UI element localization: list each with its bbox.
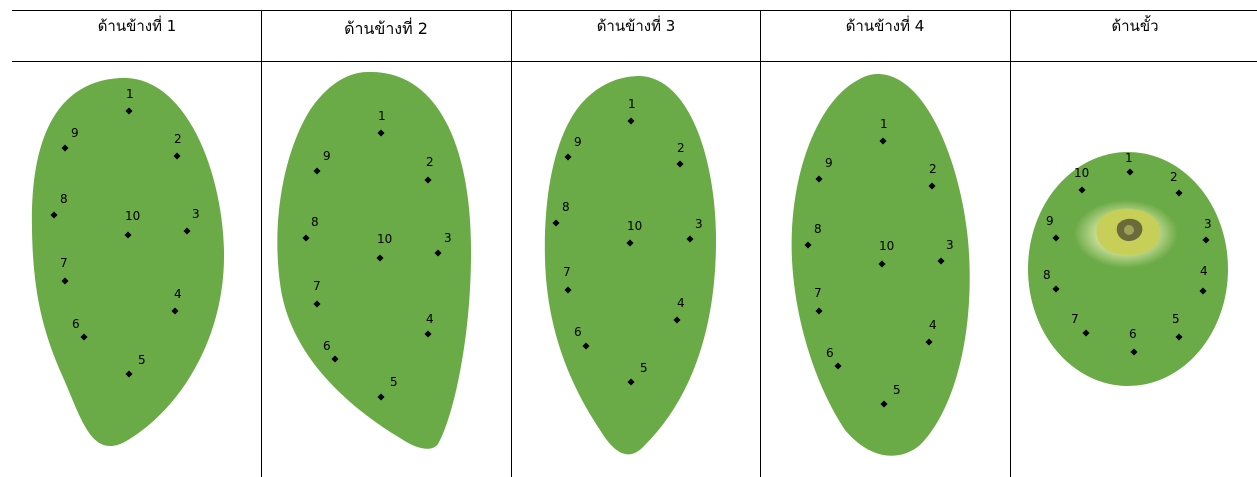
point-label-6: 6 <box>72 317 80 331</box>
point-label-2: 2 <box>174 132 182 146</box>
point-label-6: 6 <box>323 339 331 353</box>
point-label-6: 6 <box>574 325 582 339</box>
point-label-10: 10 <box>125 209 140 223</box>
point-label-10: 10 <box>377 232 392 246</box>
point-label-2: 2 <box>929 162 937 176</box>
point-label-7: 7 <box>313 279 321 293</box>
point-label-3: 3 <box>444 231 452 245</box>
point-label-2: 2 <box>426 155 434 169</box>
point-label-5: 5 <box>138 353 146 367</box>
point-label-6: 6 <box>826 346 834 360</box>
point-label-1: 1 <box>628 97 636 111</box>
point-label-9: 9 <box>574 135 582 149</box>
point-label-7: 7 <box>814 286 822 300</box>
point-label-7: 7 <box>563 265 571 279</box>
point-label-8: 8 <box>60 192 68 206</box>
point-label-8: 8 <box>562 200 570 214</box>
point-label-10: 10 <box>1074 166 1089 180</box>
point-label-9: 9 <box>71 126 79 140</box>
point-label-2: 2 <box>1170 170 1178 184</box>
point-label-3: 3 <box>192 207 200 221</box>
point-label-2: 2 <box>677 141 685 155</box>
point-label-5: 5 <box>1172 312 1180 326</box>
point-label-1: 1 <box>378 109 386 123</box>
point-label-4: 4 <box>677 296 685 310</box>
point-label-6: 6 <box>1129 327 1137 341</box>
point-label-1: 1 <box>126 87 134 101</box>
point-label-9: 9 <box>323 149 331 163</box>
point-label-1: 1 <box>880 117 888 131</box>
fruit-outline-stem-end <box>1028 152 1228 386</box>
point-label-8: 8 <box>814 222 822 236</box>
point-label-9: 9 <box>1046 214 1054 228</box>
point-label-4: 4 <box>1200 264 1208 278</box>
stem-scar-core <box>1124 225 1134 235</box>
point-label-7: 7 <box>60 256 68 270</box>
point-label-5: 5 <box>390 375 398 389</box>
point-label-3: 3 <box>1204 217 1212 231</box>
point-label-4: 4 <box>174 287 182 301</box>
point-label-3: 3 <box>946 238 954 252</box>
point-label-10: 10 <box>627 219 642 233</box>
point-label-4: 4 <box>929 318 937 332</box>
point-label-10: 10 <box>879 239 894 253</box>
point-label-3: 3 <box>695 217 703 231</box>
fruit-outline-side-2 <box>277 72 471 449</box>
point-label-5: 5 <box>893 383 901 397</box>
point-label-7: 7 <box>1071 312 1079 326</box>
point-label-9: 9 <box>825 156 833 170</box>
point-label-4: 4 <box>426 312 434 326</box>
point-label-8: 8 <box>1043 268 1051 282</box>
point-label-5: 5 <box>640 361 648 375</box>
point-label-1: 1 <box>1125 151 1133 165</box>
point-label-8: 8 <box>311 215 319 229</box>
